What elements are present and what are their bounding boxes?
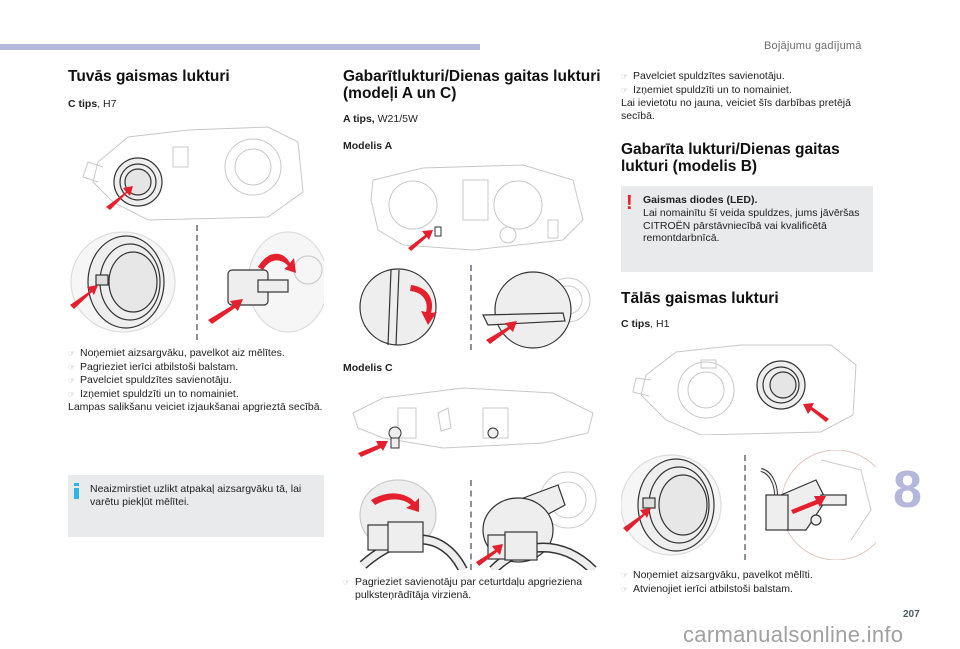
page-number: 207 — [903, 609, 920, 620]
arrow-icon — [70, 285, 98, 309]
warning-box: ! Gaismas diodes (LED). Lai nomainītu šī… — [621, 186, 873, 272]
pointing-hand-icon: ☞ — [343, 578, 351, 587]
rotate-arrow-icon — [371, 493, 419, 512]
heading-high-beam: Tālās gaismas lukturi — [621, 290, 779, 307]
arrow-icon — [408, 230, 433, 251]
watermark[interactable]: carmanualsonline.info — [683, 622, 904, 647]
model-c-label: Modelis C — [343, 362, 393, 374]
instructions-low-beam: ☞Noņemiet aizsargvāku, pavelkot aiz mēlī… — [68, 347, 324, 414]
pointing-hand-icon: ☞ — [621, 72, 629, 81]
divider-dashed — [470, 265, 472, 350]
cover-removal-illustration — [70, 231, 324, 333]
chapter-number: 8 — [893, 461, 922, 519]
step-item: ☞Noņemiet aizsargvāku, pavelkot aiz mēlī… — [68, 347, 285, 359]
step-item: ☞Noņemiet aizsargvāku, pavelkot mēlīti. — [621, 569, 813, 581]
model-c-illustration — [352, 387, 594, 457]
header-accent-bar — [0, 44, 480, 50]
step-item: ☞Pagrieziet savienotāju par ceturtdaļu a… — [343, 576, 583, 601]
pointing-hand-icon: ☞ — [68, 362, 76, 372]
bulb-type-high-beam: C tips, H1 — [621, 318, 669, 330]
divider-dashed — [196, 225, 198, 340]
arrow-icon — [208, 299, 243, 324]
type-label: C tips — [68, 98, 98, 110]
pointing-hand-icon: ☞ — [68, 376, 76, 385]
info-text: Neaizmirstiet uzlikt atpakaļ aizsargvāku… — [90, 483, 302, 508]
reassembly-note: Lai ievietotu no jauna, veiciet šīs darb… — [621, 97, 851, 122]
model-a-bulb-illustration — [359, 268, 591, 349]
heading-sidelights-b: Gabarīta lukturi/Dienas gaitas lukturi (… — [621, 141, 840, 175]
step-item: ☞Pavelciet spuldzītes savienotāju. — [68, 374, 232, 386]
heading-sidelights-a-c: Gabarītlukturi/Dienas gaitas lukturi (mo… — [343, 68, 601, 102]
step-item: ☞Pavelciet spuldzītes savienotāju. — [621, 70, 785, 82]
step-item: ☞Izņemiet spuldzīti un to nomainiet. — [621, 83, 792, 96]
arrow-icon — [623, 508, 651, 532]
type-value: W21/5W — [374, 113, 418, 125]
arrow-icon — [476, 544, 503, 566]
rotate-arrow-icon — [258, 253, 296, 273]
info-icon — [74, 483, 79, 499]
step-item: ☞Pagrieziet ierīci atbilstoši balstam. — [68, 360, 239, 373]
chapter-title: Bojājumu gadījumā — [764, 40, 862, 52]
pointing-hand-icon: ☞ — [621, 85, 629, 95]
bulb-type-sidelights: A tips, W21/5W — [343, 113, 418, 125]
divider-dashed — [470, 480, 472, 570]
heading-low-beam: Tuvās gaismas lukturi — [68, 68, 230, 85]
arrow-icon — [486, 321, 517, 344]
pointing-hand-icon: ☞ — [68, 389, 76, 399]
instructions-high-beam: ☞Noņemiet aizsargvāku, pavelkot mēlīti. … — [621, 569, 876, 596]
type-label: A tips, — [343, 113, 375, 125]
divider-dashed — [744, 455, 746, 560]
warning-title: Gaismas diodes (LED). — [643, 194, 758, 206]
instructions-model-c: ☞Pagrieziet savienotāju par ceturtdaļu a… — [343, 576, 601, 601]
model-c-connector-illustration — [359, 471, 597, 570]
headlamp-illustration-high-beam — [632, 344, 857, 435]
model-a-illustration — [370, 164, 584, 251]
high-beam-cover-illustration — [621, 450, 876, 560]
type-value: , H1 — [650, 318, 670, 330]
warning-text: Gaismas diodes (LED). Lai nomainītu šī v… — [643, 194, 865, 245]
warning-icon: ! — [626, 192, 633, 214]
info-box: Neaizmirstiet uzlikt atpakaļ aizsargvāku… — [68, 475, 324, 537]
step-item: ☞Izņemiet spuldzīti un to nomainiet. — [68, 387, 239, 400]
arrow-icon — [358, 441, 388, 457]
type-label: C tips — [621, 318, 651, 330]
arrow-icon — [791, 496, 826, 514]
type-value: , H7 — [97, 98, 117, 110]
arrow-icon — [803, 403, 829, 422]
instructions-continued: ☞Pavelciet spuldzītes savienotāju. ☞Izņe… — [621, 70, 876, 122]
bulb-type-low-beam: C tips, H7 — [68, 98, 116, 110]
rotate-arrow-icon — [410, 285, 437, 325]
reassembly-note: Lampas salikšanu veiciet izjaukšanai apg… — [68, 401, 323, 413]
pointing-hand-icon: ☞ — [621, 571, 629, 580]
model-a-label: Modelis A — [343, 140, 393, 152]
pointing-hand-icon: ☞ — [68, 349, 76, 358]
pointing-hand-icon: ☞ — [621, 584, 629, 594]
headlamp-illustration-low-beam — [82, 126, 304, 221]
step-item: ☞Atvienojiet ierīci atbilstoši balstam. — [621, 582, 793, 595]
arrow-icon — [106, 186, 133, 210]
